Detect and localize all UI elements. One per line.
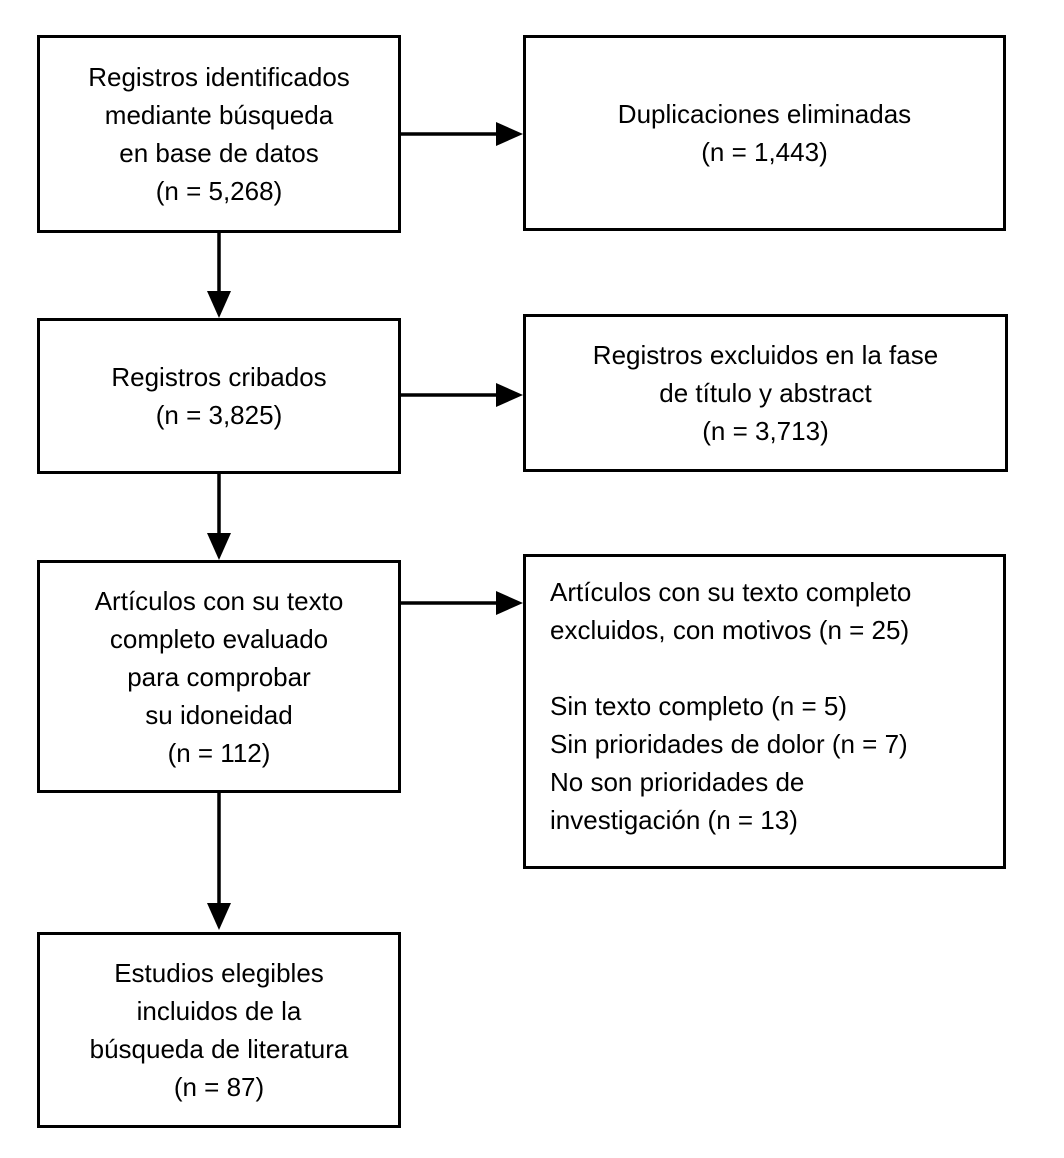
arrow-down-screened-to-fulltext (207, 473, 231, 560)
arrow-down-fulltext-to-included (207, 793, 231, 930)
arrow-down-identified-to-screened (207, 232, 231, 318)
arrow-right-fulltext-to-excluded (400, 591, 523, 615)
box-registros-excluidos-titulo-abstract: Registros excluidos en la fase de título… (523, 314, 1008, 472)
arrow-right-identified-to-duplicates (400, 122, 523, 146)
box-registros-cribados: Registros cribados (n = 3,825) (37, 318, 401, 474)
box-duplicaciones-eliminadas: Duplicaciones eliminadas (n = 1,443) (523, 35, 1006, 231)
box-articulos-texto-completo-excluidos: Artículos con su texto completo excluido… (523, 554, 1006, 869)
box-articulos-texto-completo-evaluado: Artículos con su texto completo evaluado… (37, 560, 401, 793)
box-estudios-elegibles-incluidos: Estudios elegibles incluidos de la búsqu… (37, 932, 401, 1128)
box-registros-identificados: Registros identificados mediante búsqued… (37, 35, 401, 233)
arrow-right-screened-to-excluded (400, 383, 523, 407)
